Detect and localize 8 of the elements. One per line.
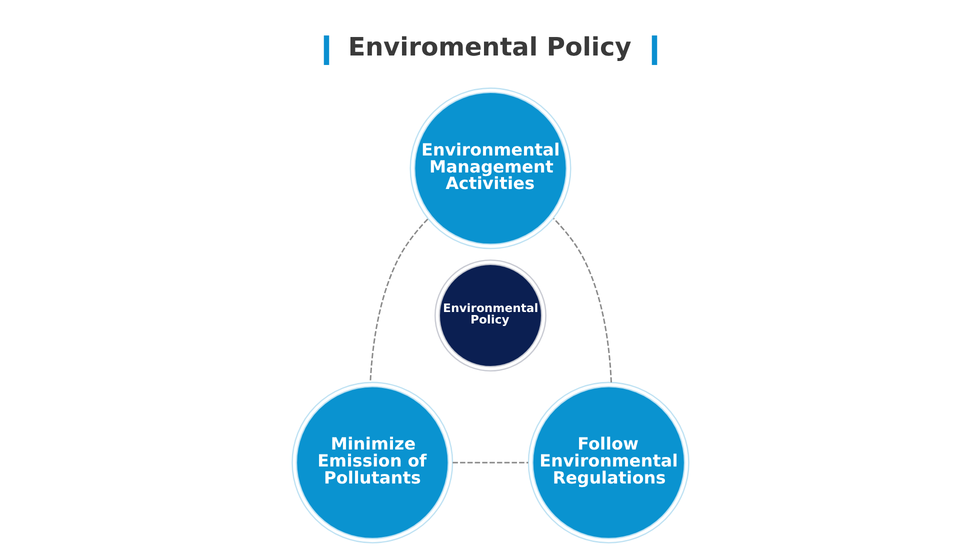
connector (452, 462, 528, 464)
connector (369, 218, 428, 382)
node-circle: Minimize Emission of Pollutants (291, 382, 453, 544)
node-circle: Follow Environmental Regulations (527, 382, 689, 544)
diagram-title: Enviromental Policy (348, 32, 631, 62)
node-circle: Environmental Management Activities (409, 88, 571, 250)
node-circle: Environmental Policy (434, 259, 546, 372)
connector (552, 218, 612, 382)
